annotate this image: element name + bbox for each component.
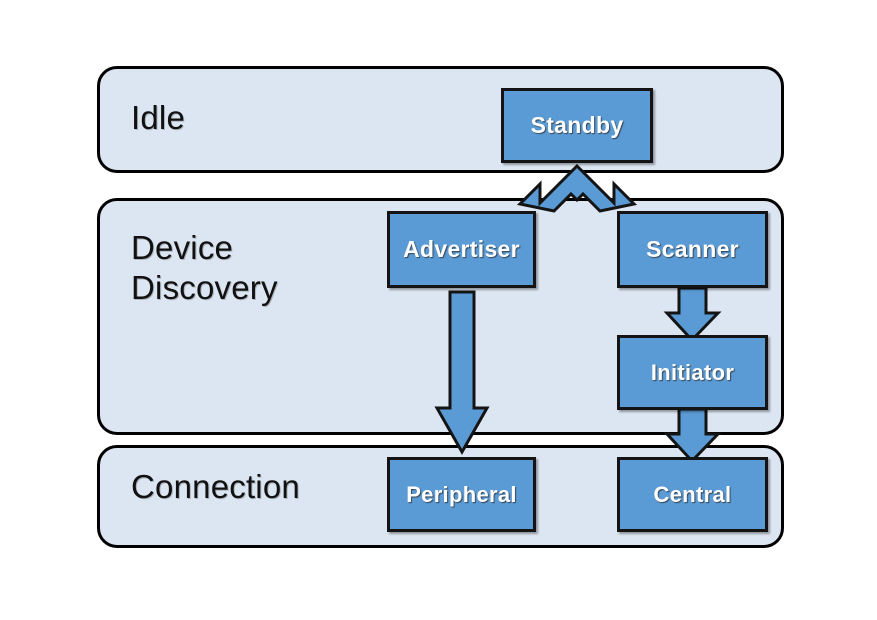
state-label-peripheral: Peripheral (406, 481, 517, 507)
state-label-initiator: Initiator (650, 359, 735, 385)
layer-panel-idle (97, 66, 784, 173)
state-label-central: Central (653, 481, 732, 507)
layer-label-connection: Connection (131, 468, 300, 505)
layer-label-device-discovery: Device Discovery (131, 229, 278, 307)
state-label-scanner: Scanner (646, 236, 739, 262)
state-box-scanner[interactable]: Scanner (617, 211, 768, 288)
state-box-peripheral[interactable]: Peripheral (387, 457, 536, 532)
state-box-central[interactable]: Central (617, 457, 768, 532)
state-label-standby: Standby (530, 112, 624, 138)
state-box-advertiser[interactable]: Advertiser (387, 211, 536, 288)
state-box-initiator[interactable]: Initiator (617, 335, 768, 410)
layer-label-idle: Idle (131, 99, 186, 136)
state-box-standby[interactable]: Standby (501, 88, 653, 163)
state-label-advertiser: Advertiser (403, 236, 520, 262)
